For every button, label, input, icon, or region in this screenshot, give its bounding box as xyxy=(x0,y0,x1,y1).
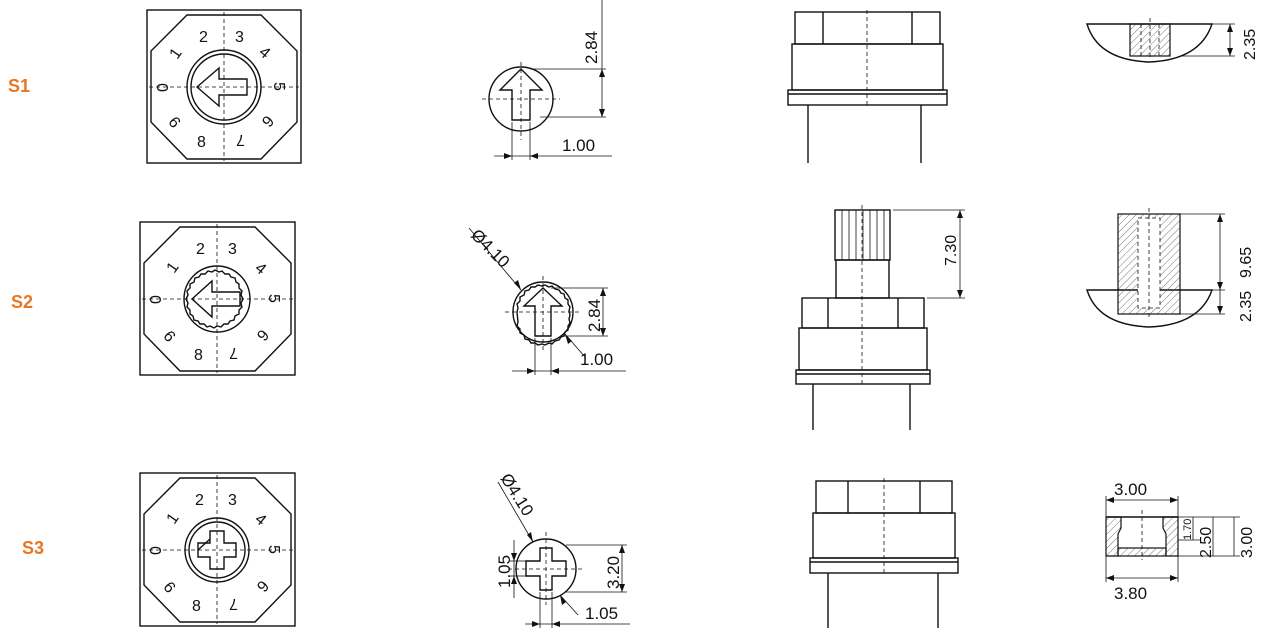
digit-5: 5 xyxy=(265,545,282,554)
front-detail-s2: Ø4.10 2.84 1.00 xyxy=(467,225,626,375)
dim-1-00: 1.00 xyxy=(562,136,595,155)
digit-7: 7 xyxy=(229,344,238,361)
dim-3-00-top: 3.00 xyxy=(1114,480,1147,499)
dial-s1: 2 3 1 4 0 5 9 6 8 7 xyxy=(146,9,302,164)
row-label-s1: S1 xyxy=(8,76,31,96)
digit-7: 7 xyxy=(229,595,238,612)
dim-3-00-right: 3.00 xyxy=(1239,527,1256,558)
section-s2: 9.65 2.35 xyxy=(1086,208,1255,328)
digit-4: 4 xyxy=(251,511,269,530)
row-label-s2: S2 xyxy=(11,292,34,312)
section-s3: 3.00 1.70 2.50 3.00 3.80 xyxy=(1105,480,1256,603)
dim-dia-4-10: Ø4.10 xyxy=(497,470,538,519)
digit-2: 2 xyxy=(196,241,205,258)
digit-6: 6 xyxy=(258,112,277,130)
digit-9: 9 xyxy=(161,578,180,596)
digit-5: 5 xyxy=(265,294,282,303)
dial-s2: 2 3 1 4 0 5 9 6 8 7 xyxy=(139,221,296,376)
side-view-s1 xyxy=(787,10,948,163)
digit-7: 7 xyxy=(236,131,245,148)
digit-3: 3 xyxy=(235,29,244,46)
digit-1: 1 xyxy=(164,510,183,527)
digit-9: 9 xyxy=(161,327,180,345)
side-view-s3 xyxy=(809,478,959,628)
dim-2-84: 2.84 xyxy=(585,299,604,332)
digit-1: 1 xyxy=(167,45,186,62)
dim-dia-4-10: Ø4.10 xyxy=(467,225,513,271)
digit-2: 2 xyxy=(199,29,208,46)
dial-s3: 2 3 1 4 0 5 9 6 8 7 xyxy=(139,472,296,627)
digit-3: 3 xyxy=(228,241,237,258)
digit-9: 9 xyxy=(166,113,185,131)
digit-8: 8 xyxy=(197,134,206,151)
front-detail-s3: Ø4.10 1.05 3.20 1.05 xyxy=(495,470,630,628)
digit-8: 8 xyxy=(192,598,201,615)
row-label-s3: S3 xyxy=(22,538,45,558)
digit-4: 4 xyxy=(251,260,269,279)
section-s1: 2.35 xyxy=(1086,18,1259,63)
dim-9-65: 9.65 xyxy=(1238,247,1255,278)
dim-2-35: 2.35 xyxy=(1242,29,1259,60)
side-view-s2: 7.30 xyxy=(795,205,965,430)
dim-3-80: 3.80 xyxy=(1114,584,1147,603)
dim-1-05-left: 1.05 xyxy=(495,555,514,588)
digit-5: 5 xyxy=(270,82,287,91)
digit-3: 3 xyxy=(228,492,237,509)
digit-8: 8 xyxy=(194,347,203,364)
digit-4: 4 xyxy=(255,44,273,63)
dim-1-05-bottom: 1.05 xyxy=(585,604,618,623)
digit-1: 1 xyxy=(164,259,183,276)
dim-1-00: 1.00 xyxy=(580,350,613,369)
dim-2-35: 2.35 xyxy=(1238,291,1255,322)
dim-3-20: 3.20 xyxy=(604,556,623,589)
digit-0: 0 xyxy=(155,83,172,92)
dim-7-30: 7.30 xyxy=(943,235,960,266)
dim-1-70: 1.70 xyxy=(1182,519,1194,540)
digit-6: 6 xyxy=(253,326,272,344)
digit-6: 6 xyxy=(253,577,272,595)
digit-0: 0 xyxy=(148,546,165,555)
digit-2: 2 xyxy=(195,492,204,509)
dim-2-84: 2.84 xyxy=(582,31,601,64)
dim-2-50: 2.50 xyxy=(1198,527,1215,558)
front-detail-s1: 2.84 1.00 xyxy=(482,0,612,160)
digit-0: 0 xyxy=(148,295,165,304)
